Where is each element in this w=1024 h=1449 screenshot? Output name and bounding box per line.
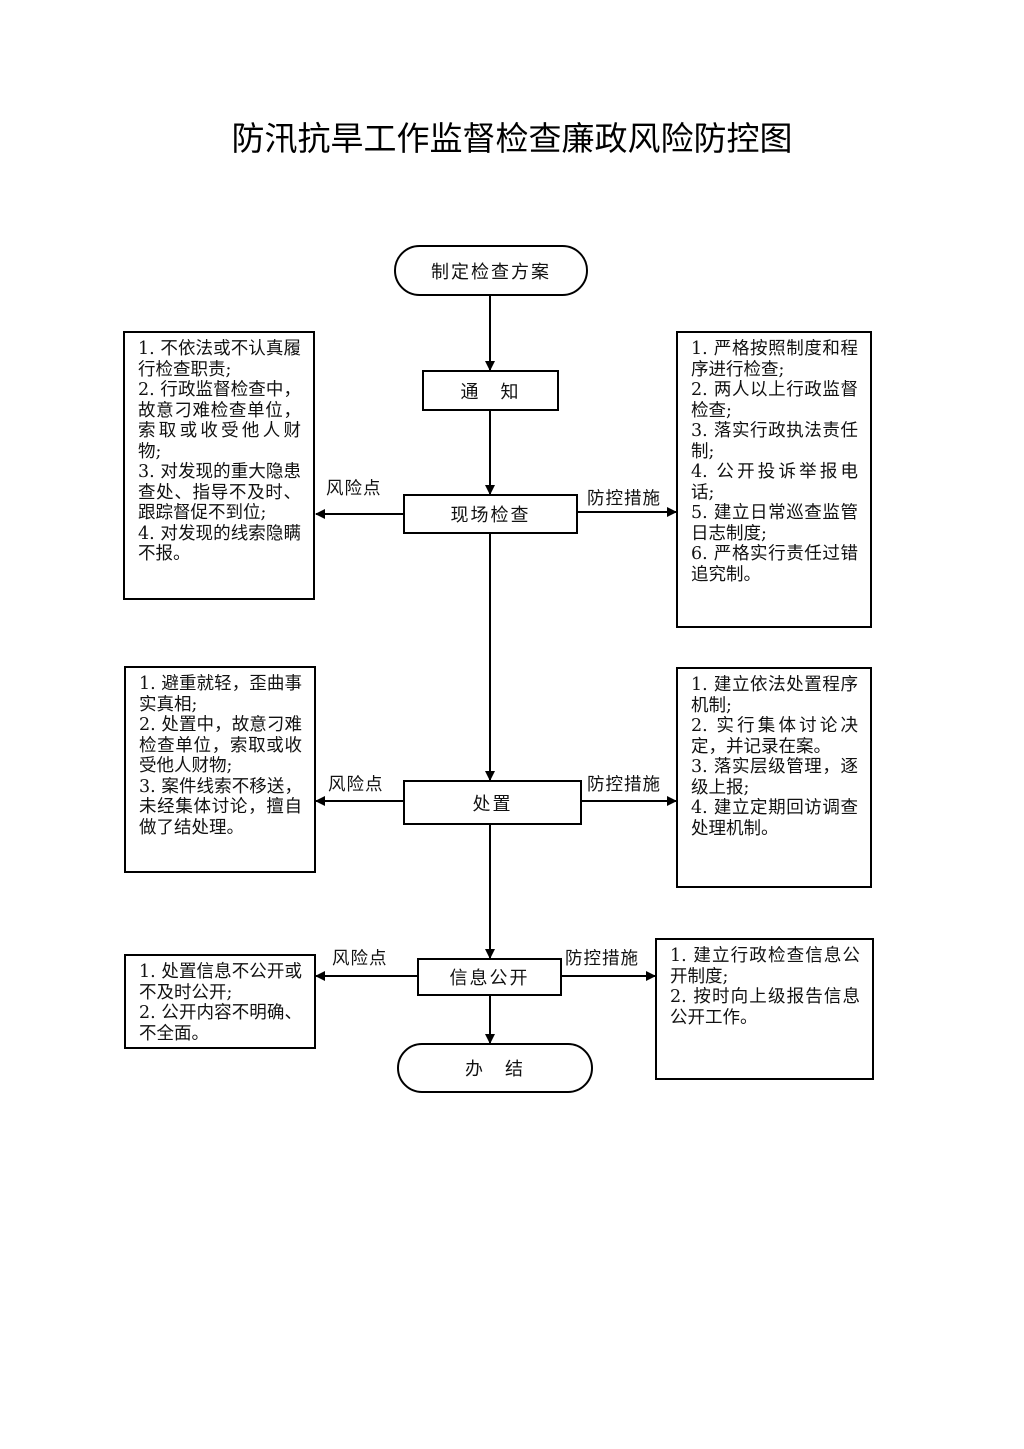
control-box-disclose: 1. 建立行政检查信息公开制度; 2. 按时向上级报告信息公开工作。	[655, 938, 874, 1080]
end-node: 办 结	[397, 1043, 593, 1093]
control-item: 4. 建立定期回访调查处理机制。	[691, 798, 858, 839]
control-item: 1. 建立行政检查信息公开制度;	[670, 946, 860, 987]
risk-box-disclose: 1. 处置信息不公开或不及时公开; 2. 公开内容不明确、不全面。	[124, 954, 316, 1049]
control-item: 2. 实行集体讨论决定，并记录在案。	[691, 716, 858, 757]
control-item: 4. 公开投诉举报电话;	[691, 462, 858, 503]
risk-box-handle: 1. 避重就轻，歪曲事实真相; 2. 处置中，故意刁难检查单位，索取或收受他人财…	[124, 666, 316, 873]
risk-label-3: 风险点	[332, 949, 388, 969]
control-box-inspect: 1. 严格按照制度和程序进行检查; 2. 两人以上行政监督检查; 3. 落实行政…	[676, 331, 872, 628]
risk-item: 4. 对发现的线索隐瞒不报。	[138, 523, 301, 565]
risk-item: 3. 对发现的重大隐患查处、指导不及时、跟踪督促不到位;	[138, 462, 301, 523]
risk-item: 1. 不依法或不认真履行检查职责;	[138, 339, 301, 380]
start-node: 制定检查方案	[394, 245, 588, 296]
disclose-node-label: 信息公开	[449, 968, 530, 989]
risk-item: 2. 处置中，故意刁难检查单位，索取或收受他人财物;	[139, 715, 302, 776]
handle-node: 处置	[403, 780, 582, 825]
control-item: 2. 两人以上行政监督检查;	[691, 380, 858, 421]
control-item: 1. 严格按照制度和程序进行检查;	[691, 339, 858, 380]
risk-item: 2. 公开内容不明确、不全面。	[139, 1003, 302, 1044]
risk-item: 3. 案件线索不移送，未经集体讨论，擅自做了结处理。	[139, 776, 302, 838]
risk-item: 1. 处置信息不公开或不及时公开;	[139, 962, 302, 1003]
disclose-node: 信息公开	[417, 958, 562, 996]
control-label-1: 防控措施	[587, 489, 661, 509]
notify-node-label: 通 知	[460, 381, 521, 403]
handle-node-label: 处置	[472, 793, 513, 815]
risk-item: 2. 行政监督检查中，故意刁难检查单位，索取或收受他人财物;	[138, 380, 301, 462]
page-title: 防汛抗旱工作监督检查廉政风险防控图	[231, 119, 793, 158]
control-item: 2. 按时向上级报告信息公开工作。	[670, 987, 860, 1028]
inspect-node: 现场检查	[403, 494, 578, 534]
control-item: 6. 严格实行责任过错追究制。	[691, 544, 858, 585]
control-item: 1. 建立依法处置程序机制;	[691, 675, 858, 716]
notify-node: 通 知	[422, 370, 559, 411]
risk-label-2: 风险点	[328, 775, 384, 795]
control-box-handle: 1. 建立依法处置程序机制; 2. 实行集体讨论决定，并记录在案。 3. 落实层…	[676, 667, 872, 888]
control-item: 5. 建立日常巡查监管日志制度;	[691, 503, 858, 544]
control-item: 3. 落实行政执法责任制;	[691, 421, 858, 462]
control-label-2: 防控措施	[587, 775, 661, 795]
control-label-3: 防控措施	[565, 949, 639, 969]
end-node-label: 办 结	[465, 1059, 525, 1080]
risk-item: 1. 避重就轻，歪曲事实真相;	[139, 674, 302, 715]
inspect-node-label: 现场检查	[450, 505, 531, 526]
control-item: 3. 落实层级管理，逐级上报;	[691, 757, 858, 798]
risk-label-1: 风险点	[326, 479, 382, 499]
risk-box-inspect: 1. 不依法或不认真履行检查职责; 2. 行政监督检查中，故意刁难检查单位，索取…	[123, 331, 315, 600]
start-node-label: 制定检查方案	[431, 261, 551, 283]
